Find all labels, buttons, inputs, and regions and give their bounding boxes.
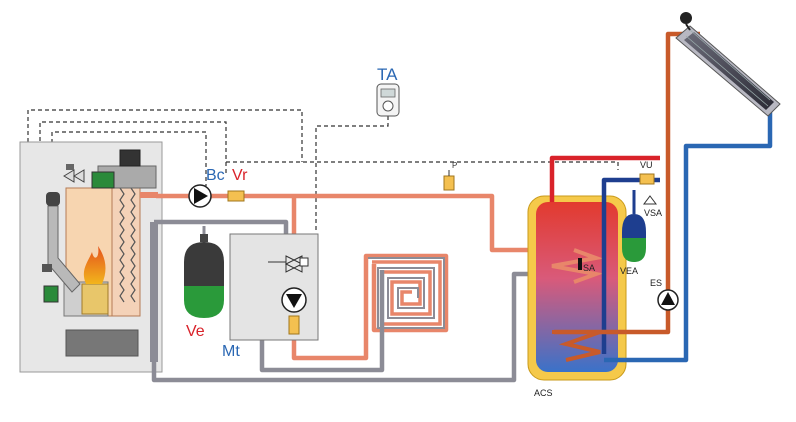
ash-drawer xyxy=(65,329,139,357)
boiler-heat-exchanger xyxy=(111,187,141,317)
flue-fan xyxy=(119,149,141,167)
tank-upper-coil xyxy=(551,248,604,284)
expansion-vessel-vea xyxy=(622,190,646,262)
underfloor-coil xyxy=(372,260,442,326)
boiler-safety-valve xyxy=(63,169,85,183)
auger-motor-top xyxy=(46,192,60,206)
label-ve: Ve xyxy=(186,323,205,340)
label-mt: Mt xyxy=(222,343,240,360)
solar-pump-es xyxy=(657,289,679,311)
boiler-pump-motor xyxy=(91,171,115,189)
valve-actuator xyxy=(299,257,309,267)
tank-inner xyxy=(536,202,618,372)
control-wiring xyxy=(27,109,619,232)
mixing-valve-vu xyxy=(639,173,655,185)
mixing-pump-arrow xyxy=(286,294,302,308)
sensor-sa xyxy=(578,258,582,270)
auger-motor-green xyxy=(43,285,59,303)
ve-body-bottom xyxy=(184,286,224,318)
flame xyxy=(83,246,106,284)
control-wire-ta xyxy=(315,116,389,232)
label-vu: VU xyxy=(640,160,653,170)
underfloor-coil-return xyxy=(368,257,445,329)
collector-sensor xyxy=(680,12,692,24)
label-ta: TA xyxy=(377,65,398,84)
room-thermostat xyxy=(376,83,400,117)
ve-cap xyxy=(200,234,208,242)
label-bc: Bc xyxy=(206,167,225,184)
boiler-circulator-bc xyxy=(188,184,212,208)
solar-collector xyxy=(675,12,781,117)
control-wire-sensor xyxy=(226,161,619,170)
boiler-return-stub xyxy=(150,222,158,362)
expansion-vessel-ve xyxy=(184,226,224,318)
mixing-module-mt xyxy=(229,233,319,341)
boiler-gauge xyxy=(66,164,74,170)
exchanger-spirals xyxy=(119,187,136,303)
biomass-boiler xyxy=(19,141,163,373)
label-vsa: VSA xyxy=(644,208,662,218)
collector-glass xyxy=(684,32,774,110)
control-wire-2 xyxy=(39,121,227,175)
pellet-pot xyxy=(81,283,109,315)
solar-return-pipe xyxy=(604,112,773,363)
safety-valve-vsa xyxy=(643,195,657,205)
room-thermostat-dial xyxy=(382,100,394,112)
label-vea: VEA xyxy=(620,266,638,276)
label-p: P xyxy=(452,161,457,170)
label-es: ES xyxy=(650,278,662,288)
control-wire-1 xyxy=(27,109,303,162)
boiler-flow-stub xyxy=(140,192,158,198)
control-wire-3 xyxy=(51,131,207,186)
check-valve-vr xyxy=(227,190,245,202)
mixing-module-box xyxy=(229,233,319,341)
label-sa: SA xyxy=(583,263,595,273)
ve-body-top xyxy=(184,242,224,286)
room-thermostat-display xyxy=(380,88,396,98)
label-vr: Vr xyxy=(232,167,248,184)
dhw-storage-tank xyxy=(527,195,627,381)
hot-water-outlet xyxy=(549,155,660,202)
label-acs: ACS xyxy=(534,388,553,398)
mixing-to-floor xyxy=(291,253,449,361)
mixing-check-valve xyxy=(288,315,300,335)
air-vent-p xyxy=(443,170,455,191)
side-motor xyxy=(42,264,52,272)
